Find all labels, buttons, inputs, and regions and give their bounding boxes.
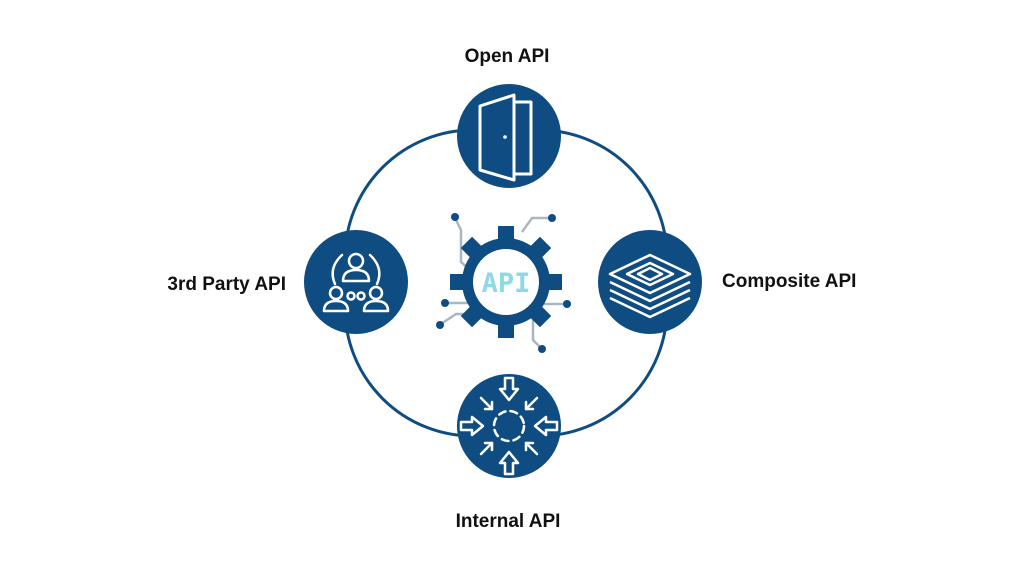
group-people-icon	[322, 252, 390, 313]
label-3rd-party-api: 3rd Party API	[167, 274, 286, 295]
api-center-text: API	[482, 268, 531, 299]
inward-arrows-icon	[459, 376, 559, 476]
api-gear-icon: API	[436, 213, 571, 353]
circuit-nodes	[436, 213, 571, 353]
stacked-layers-icon	[608, 253, 692, 319]
node-3rd-party-api	[304, 230, 408, 334]
open-door-icon	[478, 93, 533, 182]
node-open-api	[457, 84, 561, 188]
label-composite-api: Composite API	[722, 271, 857, 292]
label-internal-api: Internal API	[455, 511, 561, 532]
node-internal-api	[457, 374, 561, 478]
node-composite-api	[598, 230, 702, 334]
label-open-api: Open API	[464, 46, 550, 67]
gear-inner-circle	[473, 249, 539, 315]
